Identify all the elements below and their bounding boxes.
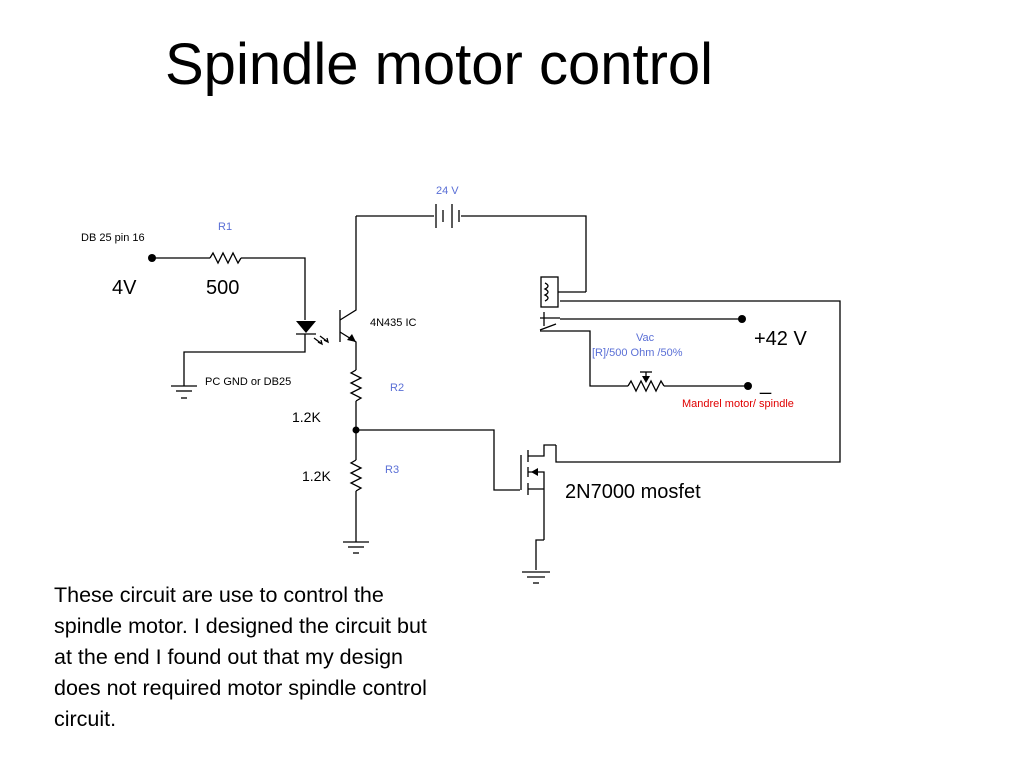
emitter-arrow — [347, 334, 356, 342]
label-r2: R2 — [390, 382, 404, 394]
label-r3-value: 1.2K — [302, 468, 331, 484]
ground-pc — [171, 385, 197, 399]
wire-top-right — [461, 215, 587, 292]
label-optocoupler: 4N435 IC — [370, 317, 417, 329]
label-pc-gnd: PC GND or DB25 — [205, 376, 291, 388]
slide-title: Spindle motor control — [165, 32, 714, 97]
resistor-r2 — [349, 369, 363, 402]
relay-coil — [540, 276, 559, 308]
wire-source-to-gnd — [535, 539, 544, 570]
wire-node-to-gate — [356, 429, 520, 491]
minus-terminal-dot — [744, 382, 752, 390]
label-minus: _ — [759, 373, 772, 395]
mosfet-drain — [528, 444, 556, 457]
label-db25-pin: DB 25 pin 16 — [81, 232, 145, 244]
label-r3: R3 — [385, 464, 399, 476]
label-pot-spec: [R]/500 Ohm /50% — [592, 347, 683, 359]
mosfet-source — [528, 471, 545, 540]
body-line: does not required motor spindle control — [54, 676, 427, 700]
label-input-voltage: 4V — [112, 277, 137, 299]
label-motor: Mandrel motor/ spindle — [682, 398, 794, 410]
label-r1: R1 — [218, 221, 232, 233]
opto-led-arrows — [313, 335, 329, 346]
resistor-r1 — [209, 251, 242, 265]
body-line: circuit. — [54, 707, 117, 731]
ground-mosfet — [522, 571, 550, 584]
resistor-r3 — [349, 459, 363, 492]
phototransistor-collector — [339, 216, 357, 321]
body-line: spindle motor. I designed the circuit bu… — [54, 614, 427, 638]
relay-contacts — [539, 312, 560, 332]
body-line: These circuit are use to control the — [54, 583, 384, 607]
body-line: at the end I found out that my design — [54, 645, 404, 669]
label-mosfet: 2N7000 mosfet — [565, 481, 701, 503]
wire-r1-to-led — [241, 257, 306, 320]
label-supply: 24 V — [436, 185, 459, 197]
mosfet-arrow — [531, 468, 538, 476]
label-r2-value: 1.2K — [292, 409, 321, 425]
slide-body-text: These circuit are use to control the spi… — [54, 580, 524, 735]
wire-led-to-gnd — [183, 334, 306, 386]
wire-to-pot — [560, 330, 628, 387]
label-vac: Vac — [636, 332, 655, 344]
battery-24v — [435, 204, 460, 228]
ground-r3 — [343, 541, 369, 554]
opto-led — [296, 321, 316, 333]
plus42-terminal-dot — [738, 315, 746, 323]
label-plus42: +42 V — [754, 328, 807, 350]
potentiometer — [627, 379, 665, 393]
label-r1-value: 500 — [206, 277, 239, 299]
pot-wiper-arrow — [642, 376, 650, 383]
wire-drain-loop — [555, 300, 841, 463]
